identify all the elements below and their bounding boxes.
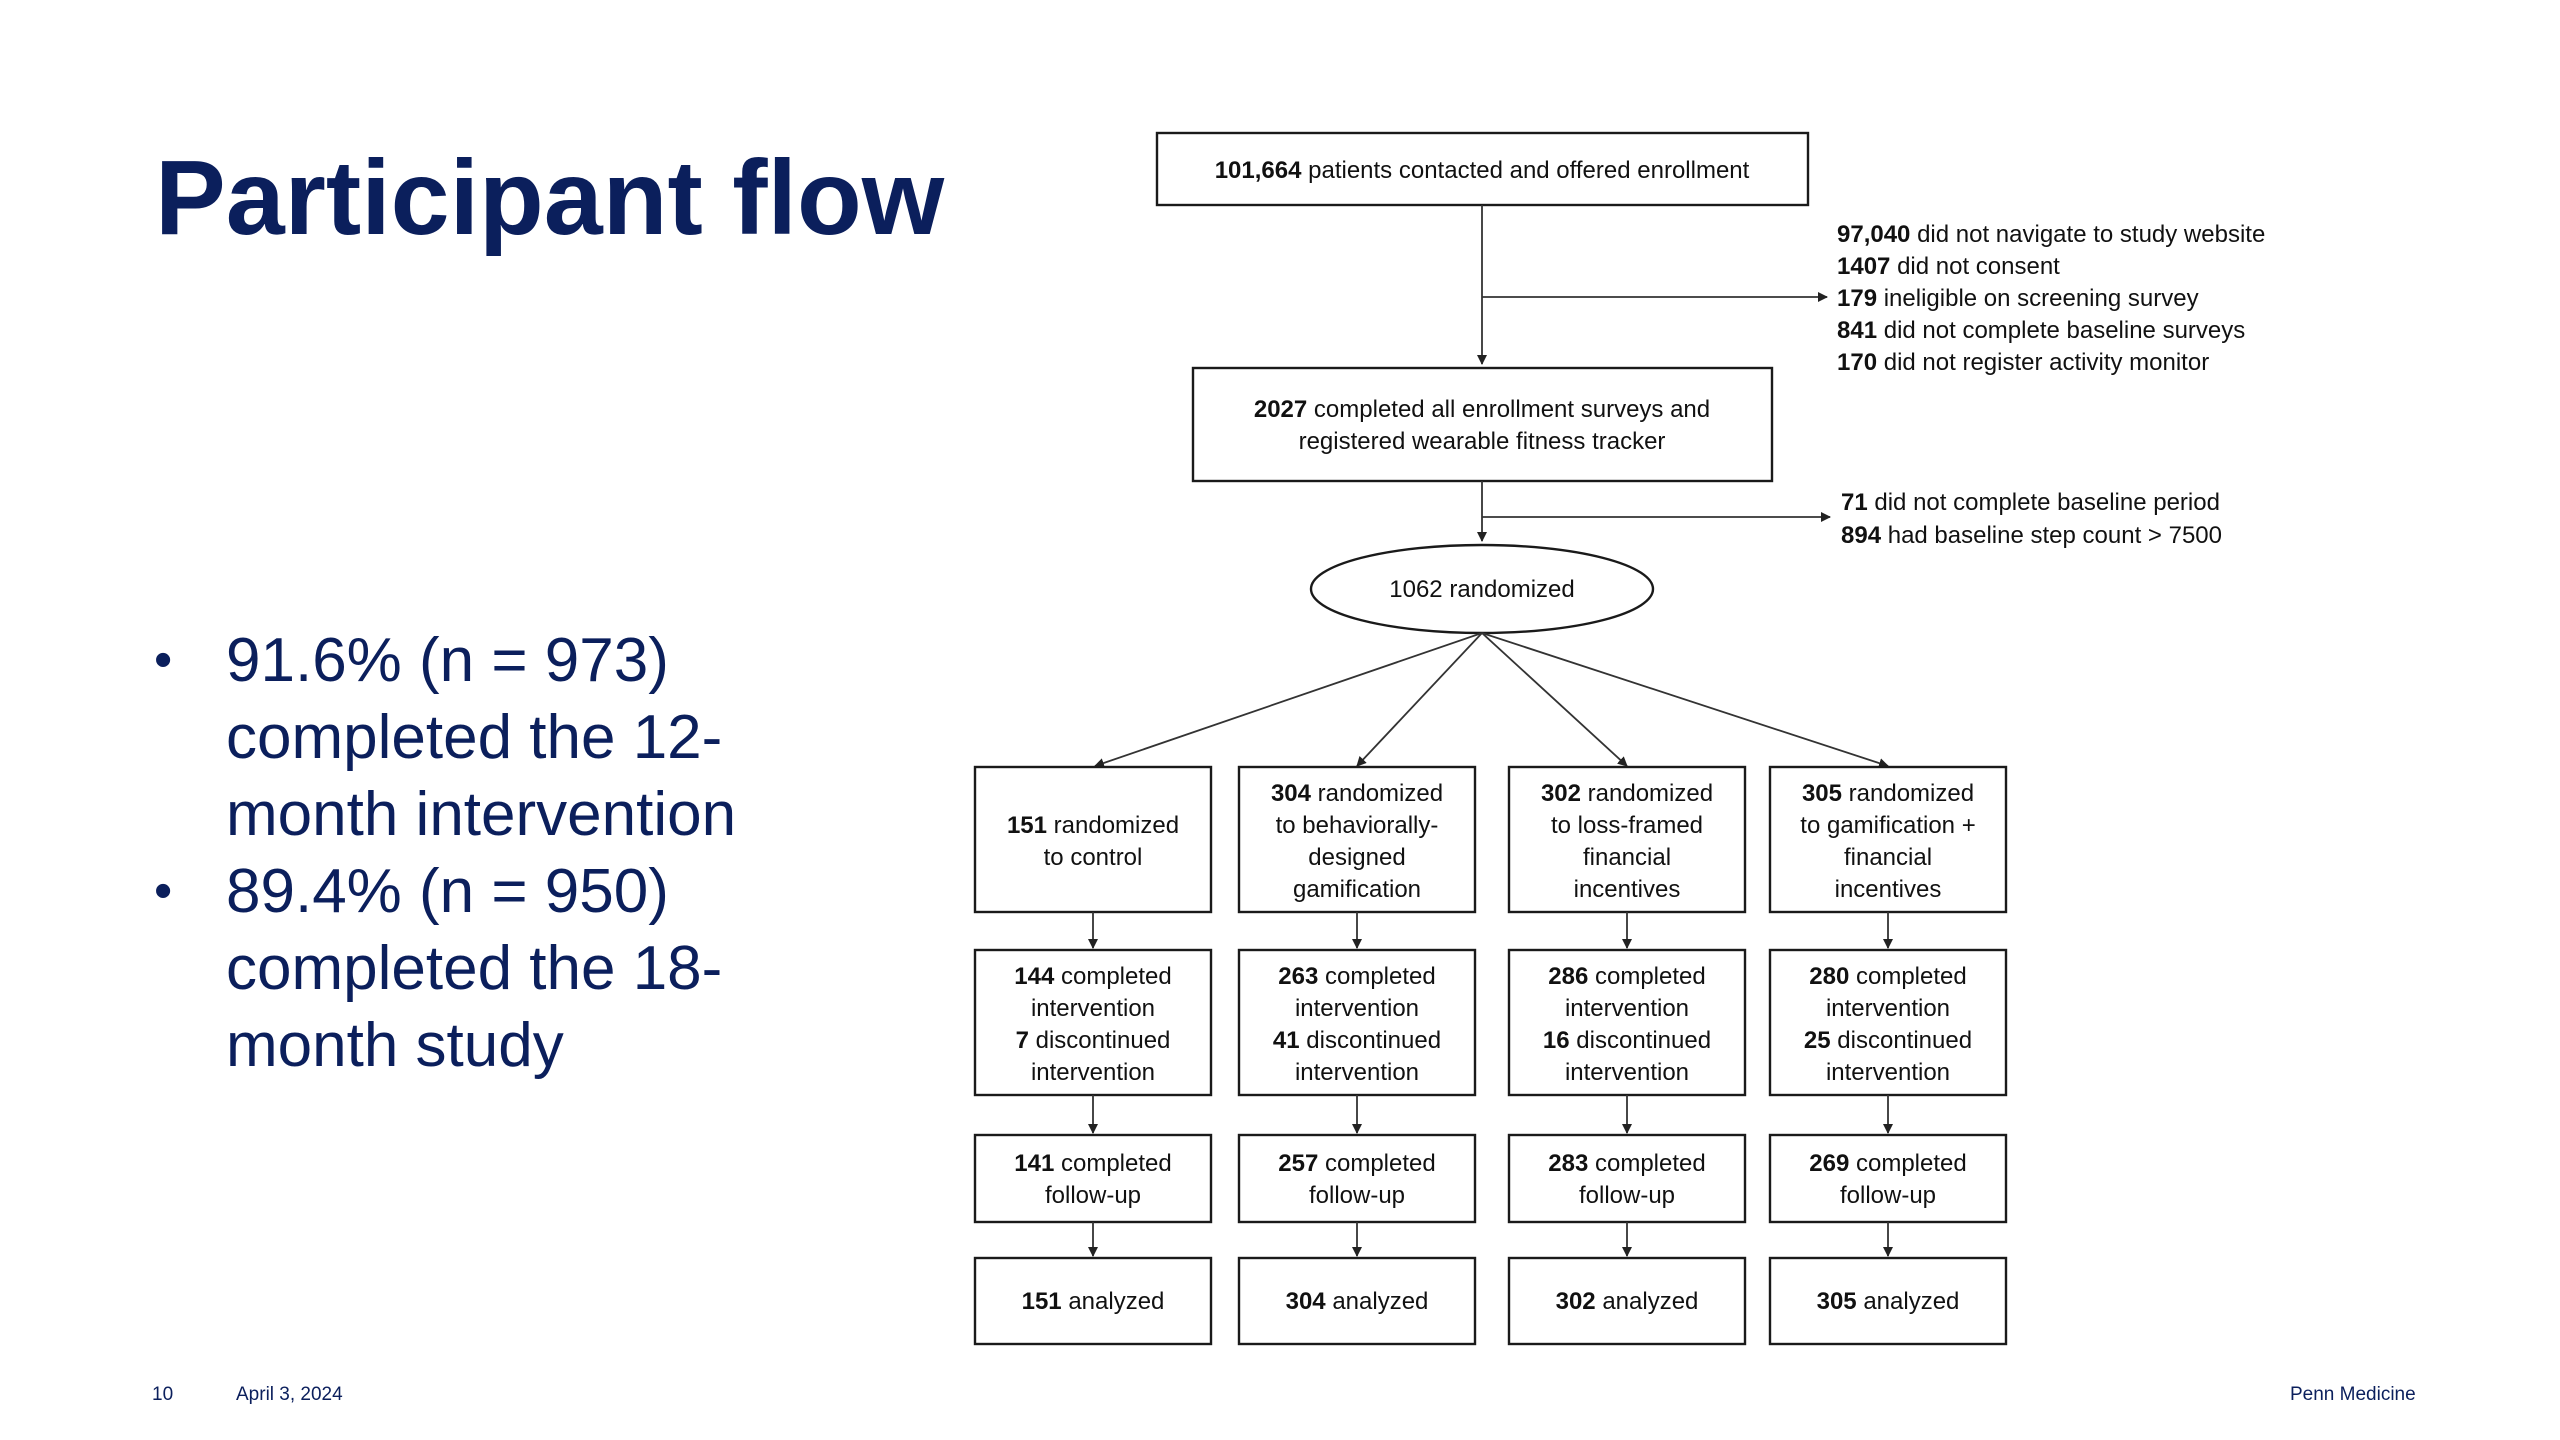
allocation-label: gamification xyxy=(1293,876,1421,903)
analyzed-box xyxy=(1237,1256,1477,1346)
allocation-arrow xyxy=(1356,632,1483,767)
intervention-label: intervention xyxy=(1565,995,1689,1022)
discontinued-label: 16 discontinued xyxy=(1543,1027,1711,1054)
allocation-label: incentives xyxy=(1574,876,1681,903)
completed-label: 144 completed xyxy=(1014,963,1171,990)
intervention-label: intervention xyxy=(1295,1059,1419,1086)
intervention-box xyxy=(1768,948,2008,1097)
allocation-label: to gamification + xyxy=(1800,812,1975,839)
followup-box xyxy=(973,1133,1213,1224)
followup-label: 283 completed xyxy=(1548,1150,1705,1177)
exclusion-list-2: 71 did not complete baseline period 894 … xyxy=(1841,489,2222,549)
bullet-dot: • xyxy=(154,631,173,689)
allocation-box xyxy=(973,765,1213,914)
followup-label: follow-up xyxy=(1840,1182,1936,1209)
allocation-label: to behaviorally- xyxy=(1276,812,1439,839)
discontinued-label: 7 discontinued xyxy=(1016,1027,1171,1054)
allocation-arrow xyxy=(1481,632,1628,767)
followup-label: 141 completed xyxy=(1014,1150,1171,1177)
intervention-box xyxy=(1237,948,1477,1097)
enrolled-box xyxy=(1191,366,1774,483)
followup-box xyxy=(1237,1133,1477,1224)
intervention-box xyxy=(1507,948,1747,1097)
enrolled-line-1: 2027 completed all enrollment surveys an… xyxy=(1254,396,1710,423)
completed-label: 280 completed xyxy=(1809,963,1966,990)
intervention-label: intervention xyxy=(1826,995,1950,1022)
exclusion-item: 1407 did not consent xyxy=(1837,253,2060,280)
followup-label: follow-up xyxy=(1579,1182,1675,1209)
followup-label: follow-up xyxy=(1045,1182,1141,1209)
allocation-label: incentives xyxy=(1835,876,1942,903)
contacted-count: 101,664 xyxy=(1215,157,1302,184)
arm-financial-incentives: 302 randomized to loss-framed financial … xyxy=(1507,765,1747,1346)
allocation-label: financial xyxy=(1583,844,1671,871)
brand-footer: Penn Medicine xyxy=(2290,1384,2416,1405)
completed-label: 286 completed xyxy=(1548,963,1705,990)
allocation-arrow xyxy=(1481,632,1889,768)
exclusion-item: 841 did not complete baseline surveys xyxy=(1837,317,2245,344)
intervention-label: intervention xyxy=(1031,995,1155,1022)
slide-date: April 3, 2024 xyxy=(236,1384,343,1405)
exclusion-item: 179 ineligible on screening survey xyxy=(1837,285,2199,312)
allocation-box xyxy=(1507,765,1747,914)
followup-box xyxy=(1768,1133,2008,1224)
analyzed-box xyxy=(973,1256,1213,1346)
analyzed-label: 151 analyzed xyxy=(1022,1288,1165,1315)
allocation-box xyxy=(1768,765,2008,914)
enrolled-line-2: registered wearable fitness tracker xyxy=(1299,428,1666,455)
exclusion-item: 97,040 did not navigate to study website xyxy=(1837,221,2265,248)
bullet-dot: • xyxy=(154,862,173,920)
allocation-box xyxy=(1237,765,1477,914)
exclusion-item: 894 had baseline step count > 7500 xyxy=(1841,522,2222,549)
exclusion-list-1: 97,040 did not navigate to study website… xyxy=(1837,221,2265,376)
bullet-text: 91.6% (n = 973) completed the 12-month i… xyxy=(226,626,737,849)
completed-label: 263 completed xyxy=(1278,963,1435,990)
exclusion-item: 71 did not complete baseline period xyxy=(1841,489,2220,516)
contacted-text: patients contacted and offered enrollmen… xyxy=(1308,157,1750,184)
arm-gamification-plus-financial: 305 randomized to gamification + financi… xyxy=(1768,765,2008,1346)
discontinued-label: 25 discontinued xyxy=(1804,1027,1972,1054)
slide-title: Participant flow xyxy=(155,139,945,257)
followup-label: 269 completed xyxy=(1809,1150,1966,1177)
analyzed-label: 304 analyzed xyxy=(1286,1288,1429,1315)
allocation-label: 302 randomized xyxy=(1541,780,1713,807)
allocation-label: 151 randomized xyxy=(1007,812,1179,839)
allocation-label: to loss-framed xyxy=(1551,812,1703,839)
analyzed-label: 305 analyzed xyxy=(1817,1288,1960,1315)
contacted-label: 101,664 patients contacted and offered e… xyxy=(1215,157,1750,184)
allocation-label: designed xyxy=(1308,844,1405,871)
intervention-label: intervention xyxy=(1565,1059,1689,1086)
intervention-label: intervention xyxy=(1295,995,1419,1022)
discontinued-label: 41 discontinued xyxy=(1273,1027,1441,1054)
allocation-label: to control xyxy=(1044,844,1143,871)
arm-control: 151 randomized to control 144 completed … xyxy=(973,765,1213,1346)
analyzed-box xyxy=(1768,1256,2008,1346)
allocation-arrow xyxy=(1094,632,1483,768)
exclusion-item: 170 did not register activity monitor xyxy=(1837,349,2209,376)
intervention-label: intervention xyxy=(1031,1059,1155,1086)
followup-label: 257 completed xyxy=(1278,1150,1435,1177)
allocation-label: 304 randomized xyxy=(1271,780,1443,807)
allocation-label: 305 randomized xyxy=(1802,780,1974,807)
bullet-text: 89.4% (n = 950) completed the 18-month s… xyxy=(226,857,723,1080)
bullet-item: • 89.4% (n = 950) completed the 18-month … xyxy=(150,853,790,1084)
slide-number: 10 xyxy=(152,1384,174,1405)
allocation-label: financial xyxy=(1844,844,1932,871)
randomized-label: 1062 randomized xyxy=(1389,576,1574,603)
intervention-label: intervention xyxy=(1826,1059,1950,1086)
arm-gamification: 304 randomized to behaviorally- designed… xyxy=(1237,765,1477,1346)
followup-label: follow-up xyxy=(1309,1182,1405,1209)
bullet-list: • 91.6% (n = 973) completed the 12-month … xyxy=(150,622,790,1084)
analyzed-box xyxy=(1507,1256,1747,1346)
bullet-item: • 91.6% (n = 973) completed the 12-month … xyxy=(150,622,790,853)
analyzed-label: 302 analyzed xyxy=(1556,1288,1699,1315)
